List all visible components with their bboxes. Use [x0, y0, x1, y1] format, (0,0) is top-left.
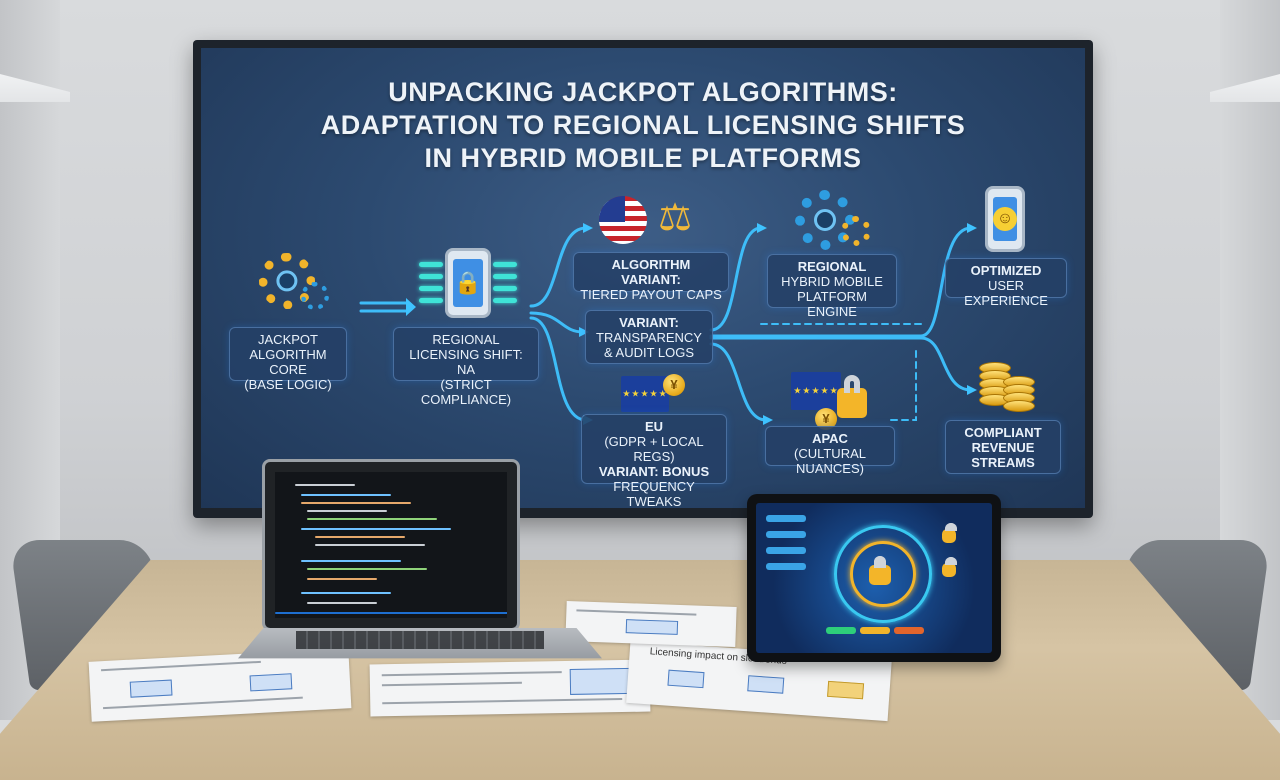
arrowhead-na: [406, 298, 416, 316]
title-line-3: IN HYBRID MOBILE PLATFORMS: [424, 143, 862, 173]
audit-line-3: & AUDIT LOGS: [603, 345, 695, 360]
node-revenue-streams: COMPLIANT REVENUE STREAMS: [945, 420, 1061, 474]
na-line-3: (STRICT COMPLIANCE): [420, 377, 512, 407]
na-line-1: REGIONAL: [432, 332, 500, 347]
coin-stack-icon: [975, 354, 1035, 416]
engine-line-1: REGIONAL: [797, 259, 867, 274]
code-editor: [275, 472, 507, 618]
revenue-line-3: STREAMS: [971, 455, 1035, 470]
yen-coin-icon: ¥: [663, 374, 685, 396]
core-line-3: (BASE LOGIC): [244, 377, 332, 392]
apac-line-1: APAC: [812, 431, 848, 446]
audit-line-1: VARIANT:: [619, 315, 679, 330]
connector-na-caps: [529, 226, 588, 308]
node-eu: EU (GDPR + LOCAL REGS) VARIANT: BONUS FR…: [581, 414, 727, 508]
connector-audit-ux: [709, 226, 973, 338]
connector-na-audit: [529, 311, 585, 334]
tablet-dashboard: [756, 503, 992, 653]
arrowhead-apac: [763, 415, 773, 425]
node-user-experience: OPTIMIZED USER EXPERIENCE: [945, 258, 1067, 308]
tablet-lock-small-2: [942, 556, 958, 577]
tablet-lock-icon: [869, 556, 891, 585]
paper-middle: [369, 659, 651, 717]
padlock-icon: [837, 374, 867, 418]
title-line-1: UNPACKING JACKPOT ALGORITHMS:: [388, 77, 898, 107]
arrowhead-revenue: [967, 385, 977, 395]
node-variant-caps: ALGORITHM VARIANT: TIERED PAYOUT CAPS: [573, 252, 729, 302]
caps-line-2: TIERED PAYOUT CAPS: [580, 287, 722, 302]
title-line-2: ADAPTATION TO REGIONAL LICENSING SHIFTS: [320, 110, 966, 140]
eu-line-2: (GDPR + LOCAL REGS): [604, 434, 704, 464]
eu-flag-icon: ★★★★★: [621, 376, 669, 412]
engine-line-2: HYBRID MOBILE: [781, 274, 883, 289]
eu-line-3: VARIANT: BONUS: [598, 464, 710, 479]
laptop-keyboard: [238, 628, 602, 659]
connector-apac-return: [890, 347, 917, 421]
eu-line-1: EU: [644, 419, 664, 434]
arrowhead-caps: [583, 223, 593, 233]
connector-na-eu: [529, 316, 588, 422]
phone-lock-icon: 🔒: [445, 248, 491, 318]
arrowhead-ux: [967, 223, 977, 233]
connector-core-na: [359, 301, 408, 313]
slide: UNPACKING JACKPOT ALGORITHMS: ADAPTATION…: [201, 48, 1085, 508]
arrowhead-engine: [757, 223, 767, 233]
tablet: [747, 494, 1001, 662]
gears-icon: [259, 253, 315, 309]
scales-icon: ⚖: [657, 197, 693, 239]
apac-yen-coin-icon: ¥: [815, 408, 837, 430]
node-platform-engine: REGIONAL HYBRID MOBILE PLATFORM ENGINE: [767, 254, 897, 319]
audit-line-2: TRANSPARENCY: [596, 330, 702, 345]
engine-line-3: PLATFORM ENGINE: [797, 289, 867, 319]
eu-line-4: FREQUENCY TWEAKS: [613, 479, 695, 508]
arrowhead-audit: [579, 327, 589, 337]
core-line-1: JACKPOT: [258, 332, 318, 347]
phone-smiley-icon: ☺: [985, 186, 1025, 252]
connector-audit-apac: [709, 342, 768, 422]
core-line-2: ALGORITHM CORE: [249, 347, 327, 377]
revenue-line-1: COMPLIANT: [964, 425, 1042, 440]
revenue-line-2: REVENUE: [971, 440, 1035, 455]
connector-audit-revenue: [709, 336, 973, 392]
node-apac: APAC (CULTURAL NUANCES): [765, 426, 895, 476]
small-gold-gear-icon: [841, 216, 871, 246]
ux-line-1: OPTIMIZED: [970, 263, 1042, 278]
connector-audit-engine: [709, 226, 763, 332]
node-variant-audit: VARIANT: TRANSPARENCY & AUDIT LOGS: [585, 310, 713, 364]
slide-title: UNPACKING JACKPOT ALGORITHMS: ADAPTATION…: [201, 76, 1085, 175]
node-jackpot-core: JACKPOT ALGORITHM CORE (BASE LOGIC): [229, 327, 347, 392]
laptop-screen: [262, 459, 520, 631]
ux-line-2: USER EXPERIENCE: [964, 278, 1048, 308]
tablet-lock-small-1: [942, 522, 958, 543]
presentation-screen: UNPACKING JACKPOT ALGORITHMS: ADAPTATION…: [193, 40, 1093, 518]
na-line-2: LICENSING SHIFT: NA: [409, 347, 523, 377]
apac-line-2: (CULTURAL NUANCES): [794, 446, 866, 476]
server-bars-icon: [419, 256, 519, 316]
paper-back: [565, 601, 737, 647]
node-na-licensing: REGIONAL LICENSING SHIFT: NA (STRICT COM…: [393, 327, 539, 407]
flow-connectors: [359, 223, 977, 425]
caps-line-1: ALGORITHM VARIANT:: [611, 257, 691, 287]
us-flag-icon: [599, 196, 647, 244]
apac-flag-icon: ★★★★★: [791, 372, 841, 410]
small-gear-icon: [301, 282, 329, 310]
